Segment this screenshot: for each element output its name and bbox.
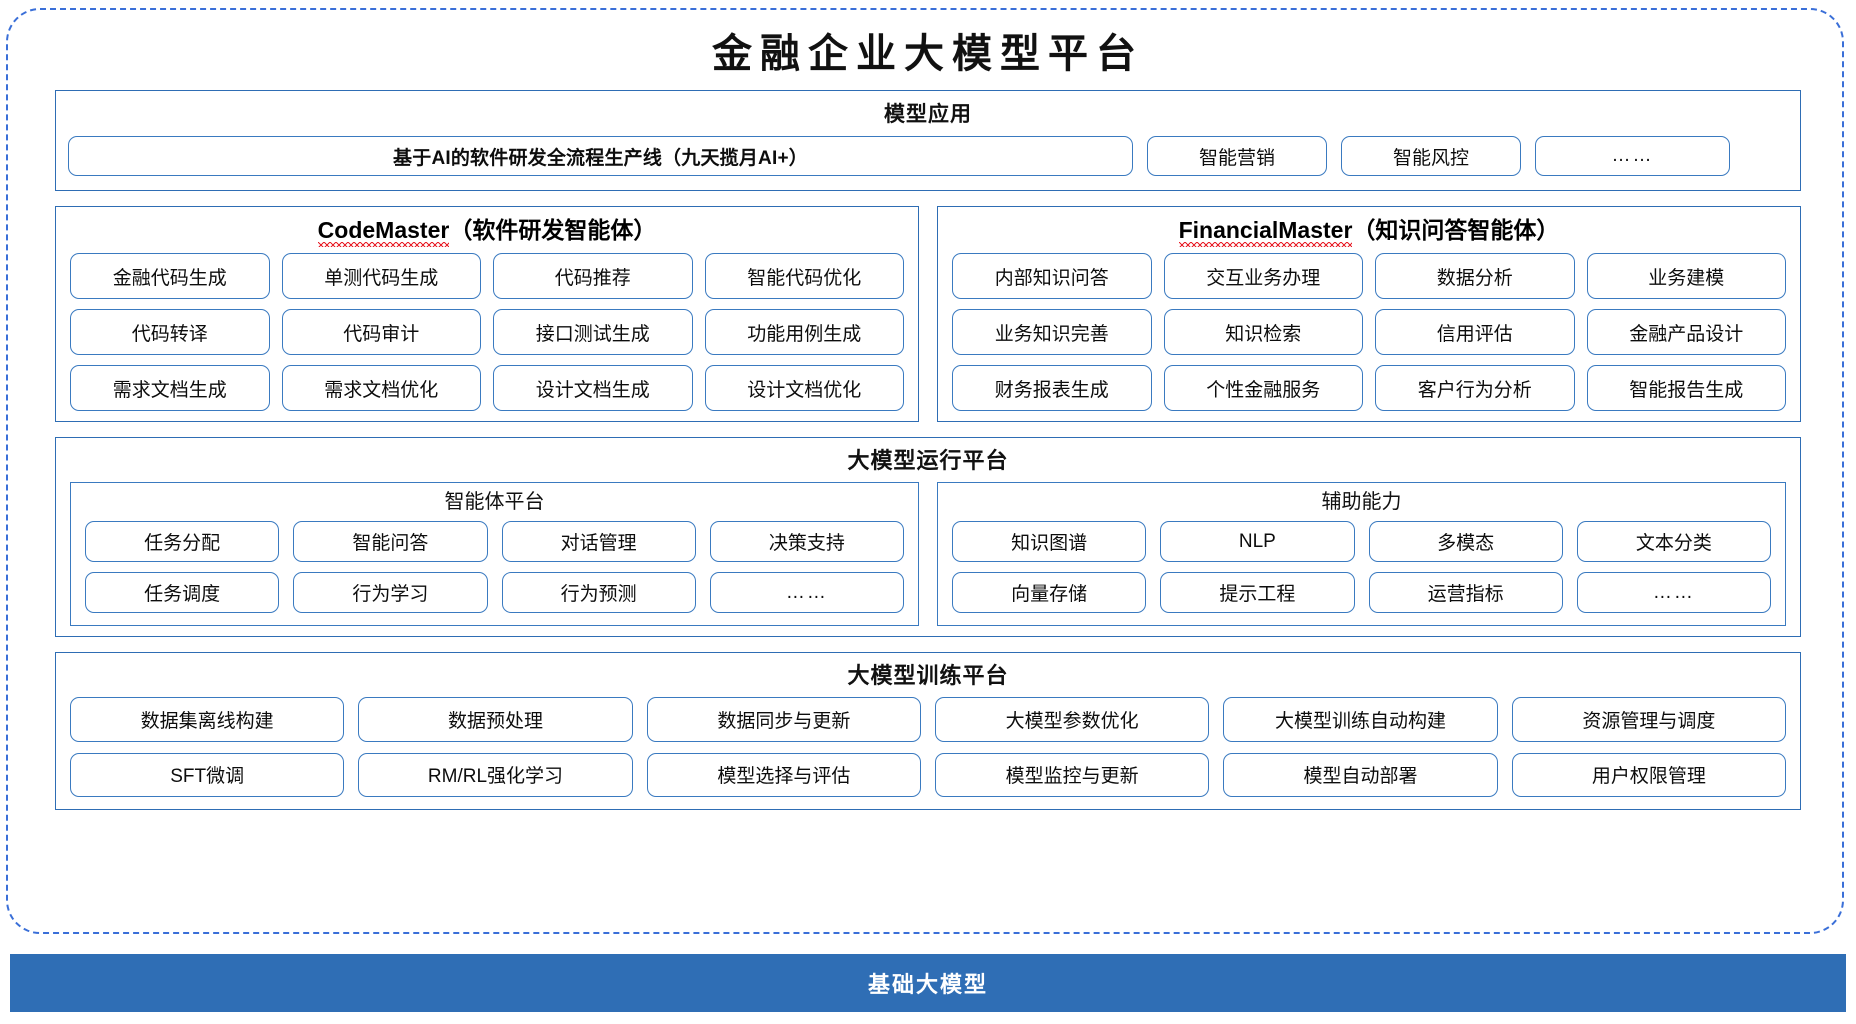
agents-row: CodeMaster（软件研发智能体） 金融代码生成 单测代码生成 代码推荐 智… xyxy=(55,206,1801,422)
capability-pill[interactable]: 数据分析 xyxy=(1375,253,1575,300)
agent-subtitle-financialmaster: （知识问答智能体） xyxy=(1352,217,1560,243)
application-pill-marketing[interactable]: 智能营销 xyxy=(1147,136,1327,176)
application-pill-riskcontrol[interactable]: 智能风控 xyxy=(1341,136,1521,176)
training-pill[interactable]: 数据集离线构建 xyxy=(70,697,345,742)
runtime-pill[interactable]: 行为预测 xyxy=(501,572,696,613)
codemaster-capability-grid: 金融代码生成 单测代码生成 代码推荐 智能代码优化 代码转译 代码审计 接口测试… xyxy=(70,253,904,411)
runtime-pill[interactable]: 向量存储 xyxy=(952,572,1147,613)
training-pill[interactable]: 大模型参数优化 xyxy=(935,697,1210,742)
panel-training-platform: 大模型训练平台 数据集离线构建 数据预处理 数据同步与更新 大模型参数优化 大模… xyxy=(55,652,1801,810)
capability-pill[interactable]: 智能代码优化 xyxy=(704,253,904,300)
panel-financialmaster: FinancialMaster（知识问答智能体） 内部知识问答 交互业务办理 数… xyxy=(937,206,1801,422)
runtime-pill[interactable]: 任务调度 xyxy=(85,572,280,613)
foundation-model-label: 基础大模型 xyxy=(867,972,988,997)
panel-codemaster: CodeMaster（软件研发智能体） 金融代码生成 单测代码生成 代码推荐 智… xyxy=(55,206,919,422)
capability-pill[interactable]: 设计文档优化 xyxy=(704,365,904,411)
training-pill[interactable]: 模型监控与更新 xyxy=(935,752,1210,797)
training-pill[interactable]: 模型自动部署 xyxy=(1223,752,1498,797)
capability-pill[interactable]: 业务建模 xyxy=(1586,253,1786,300)
agent-subtitle-codemaster: （软件研发智能体） xyxy=(449,217,657,243)
capability-pill[interactable]: 业务知识完善 xyxy=(952,309,1152,356)
runtime-subpanels: 智能体平台 任务分配 智能问答 对话管理 决策支持 任务调度 行为学习 行为预测… xyxy=(70,482,1786,626)
capability-pill[interactable]: 代码转译 xyxy=(70,309,270,356)
capability-pill[interactable]: 需求文档生成 xyxy=(70,365,270,411)
panel-runtime-platform: 大模型运行平台 智能体平台 任务分配 智能问答 对话管理 决策支持 任务调度 行… xyxy=(55,437,1801,637)
subpanel-title-auxiliary: 辅助能力 xyxy=(1321,491,1402,513)
training-capability-grid: 数据集离线构建 数据预处理 数据同步与更新 大模型参数优化 大模型训练自动构建 … xyxy=(70,697,1786,797)
section-title-applications: 模型应用 xyxy=(884,103,972,126)
runtime-pill[interactable]: 运营指标 xyxy=(1368,572,1563,613)
runtime-pill[interactable]: NLP xyxy=(1160,521,1355,562)
capability-pill[interactable]: 单测代码生成 xyxy=(281,253,481,300)
capability-pill[interactable]: 智能报告生成 xyxy=(1586,365,1786,411)
runtime-pill[interactable]: 决策支持 xyxy=(709,521,904,562)
training-pill[interactable]: 模型选择与评估 xyxy=(646,752,921,797)
foundation-model-bar: 基础大模型 xyxy=(10,954,1846,1012)
capability-pill[interactable]: 需求文档优化 xyxy=(281,365,481,411)
training-pill[interactable]: 用户权限管理 xyxy=(1511,752,1786,797)
runtime-pill[interactable]: 任务分配 xyxy=(85,521,280,562)
capability-pill[interactable]: 代码推荐 xyxy=(493,253,693,300)
training-pill[interactable]: RM/RL强化学习 xyxy=(358,752,633,797)
capability-pill[interactable]: 信用评估 xyxy=(1375,309,1575,356)
section-title-training: 大模型训练平台 xyxy=(847,663,1009,688)
training-pill[interactable]: 大模型训练自动构建 xyxy=(1223,697,1498,742)
runtime-pill-more[interactable]: …… xyxy=(1576,572,1771,613)
training-pill[interactable]: 资源管理与调度 xyxy=(1511,697,1786,742)
outer-dashed-frame xyxy=(6,8,1844,934)
panel-model-applications: 模型应用 基于AI的软件研发全流程生产线（九天揽月AI+） 智能营销 智能风控 … xyxy=(55,90,1801,191)
application-pill-more[interactable]: …… xyxy=(1535,136,1730,176)
capability-pill[interactable]: 交互业务办理 xyxy=(1163,253,1363,300)
training-pill[interactable]: 数据预处理 xyxy=(358,697,633,742)
runtime-pill[interactable]: 知识图谱 xyxy=(952,521,1147,562)
training-pill[interactable]: SFT微调 xyxy=(70,752,345,797)
capability-pill[interactable]: 金融代码生成 xyxy=(70,253,270,300)
agent-title-codemaster: CodeMaster（软件研发智能体） xyxy=(70,217,904,248)
runtime-pill[interactable]: 提示工程 xyxy=(1160,572,1355,613)
section-title-runtime: 大模型运行平台 xyxy=(847,448,1009,473)
runtime-pill[interactable]: 文本分类 xyxy=(1576,521,1771,562)
runtime-pill[interactable]: 行为学习 xyxy=(293,572,488,613)
runtime-pill[interactable]: 智能问答 xyxy=(293,521,488,562)
capability-pill[interactable]: 设计文档生成 xyxy=(493,365,693,411)
capability-pill[interactable]: 代码审计 xyxy=(281,309,481,356)
agent-name-codemaster: CodeMaster xyxy=(317,217,450,248)
subpanel-agent-platform: 智能体平台 任务分配 智能问答 对话管理 决策支持 任务调度 行为学习 行为预测… xyxy=(70,482,919,626)
runtime-pill[interactable]: 对话管理 xyxy=(501,521,696,562)
capability-pill[interactable]: 知识检索 xyxy=(1163,309,1363,356)
auxiliary-capability-grid: 知识图谱 NLP 多模态 文本分类 向量存储 提示工程 运营指标 …… xyxy=(952,521,1771,613)
capability-pill[interactable]: 接口测试生成 xyxy=(493,309,693,356)
capability-pill[interactable]: 金融产品设计 xyxy=(1586,309,1786,356)
applications-row: 基于AI的软件研发全流程生产线（九天揽月AI+） 智能营销 智能风控 …… xyxy=(68,136,1788,176)
subpanel-title-agent-platform: 智能体平台 xyxy=(444,491,545,513)
runtime-pill-more[interactable]: …… xyxy=(709,572,904,613)
agent-name-financialmaster: FinancialMaster xyxy=(1178,217,1353,248)
subpanel-auxiliary-capability: 辅助能力 知识图谱 NLP 多模态 文本分类 向量存储 提示工程 运营指标 …… xyxy=(937,482,1786,626)
application-primary-pill[interactable]: 基于AI的软件研发全流程生产线（九天揽月AI+） xyxy=(68,136,1133,176)
page-title: 金融企业大模型平台 xyxy=(712,30,1144,77)
diagram-content: 金融企业大模型平台 模型应用 基于AI的软件研发全流程生产线（九天揽月AI+） … xyxy=(55,16,1801,921)
training-pill[interactable]: 数据同步与更新 xyxy=(646,697,921,742)
capability-pill[interactable]: 内部知识问答 xyxy=(952,253,1152,300)
agent-title-financialmaster: FinancialMaster（知识问答智能体） xyxy=(952,217,1786,248)
capability-pill[interactable]: 财务报表生成 xyxy=(952,365,1152,411)
financialmaster-capability-grid: 内部知识问答 交互业务办理 数据分析 业务建模 业务知识完善 知识检索 信用评估… xyxy=(952,253,1786,411)
capability-pill[interactable]: 客户行为分析 xyxy=(1375,365,1575,411)
runtime-pill[interactable]: 多模态 xyxy=(1368,521,1563,562)
capability-pill[interactable]: 个性金融服务 xyxy=(1163,365,1363,411)
capability-pill[interactable]: 功能用例生成 xyxy=(704,309,904,356)
agent-platform-grid: 任务分配 智能问答 对话管理 决策支持 任务调度 行为学习 行为预测 …… xyxy=(85,521,904,613)
